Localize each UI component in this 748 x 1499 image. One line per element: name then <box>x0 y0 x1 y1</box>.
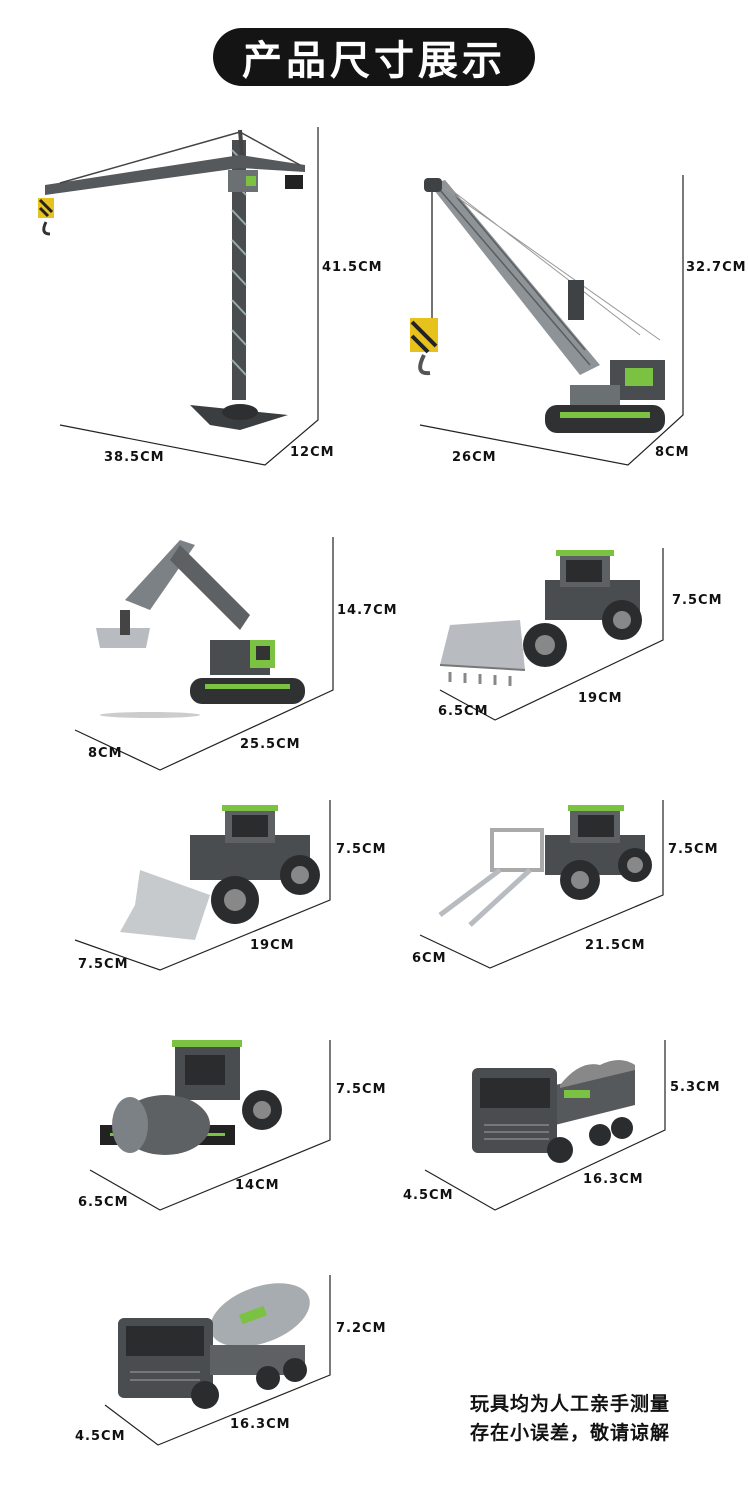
height-label: 7.5CM <box>672 593 723 608</box>
measurement-note: 玩具均为人工亲手测量 存在小误差，敬请谅解 <box>470 1390 670 1448</box>
dump-truck-image <box>472 1060 635 1163</box>
height-label: 32.7CM <box>686 260 747 275</box>
height-label: 7.5CM <box>336 1082 387 1097</box>
note-line-1: 玩具均为人工亲手测量 <box>470 1393 671 1415</box>
cement-mixer-image <box>118 1283 310 1409</box>
length-label: 38.5CM <box>104 450 165 465</box>
width-label: 6CM <box>412 951 447 966</box>
length-label: 25.5CM <box>240 737 301 752</box>
height-label: 7.2CM <box>336 1321 387 1336</box>
length-label: 16.3CM <box>583 1172 644 1187</box>
page-title: 产品尺寸展示 <box>213 28 535 86</box>
wheel-loader-image <box>439 550 642 686</box>
snow-plow-loader-image <box>120 805 320 940</box>
height-label: 7.5CM <box>668 842 719 857</box>
height-label: 41.5CM <box>322 260 383 275</box>
width-label: 6.5CM <box>78 1195 129 1210</box>
width-label: 7.5CM <box>78 957 129 972</box>
length-label: 16.3CM <box>230 1417 291 1432</box>
height-label: 5.3CM <box>670 1080 721 1095</box>
length-label: 19CM <box>250 938 295 953</box>
height-label: 7.5CM <box>336 842 387 857</box>
width-label: 12CM <box>290 445 335 460</box>
width-label: 4.5CM <box>75 1429 126 1444</box>
length-label: 14CM <box>235 1178 280 1193</box>
width-label: 4.5CM <box>403 1188 454 1203</box>
height-label: 14.7CM <box>337 603 398 618</box>
note-line-2: 存在小误差，敬请谅解 <box>470 1422 671 1444</box>
length-label: 26CM <box>452 450 497 465</box>
crawler-crane-image <box>410 178 665 433</box>
forklift-image <box>438 805 652 927</box>
dimension-lines <box>59 127 684 1446</box>
width-label: 8CM <box>88 746 123 761</box>
width-label: 8CM <box>655 445 690 460</box>
length-label: 19CM <box>578 691 623 706</box>
excavator-image <box>96 540 305 718</box>
tower-crane-image <box>38 129 305 430</box>
width-label: 6.5CM <box>438 704 489 719</box>
road-roller-image <box>100 1040 282 1155</box>
length-label: 21.5CM <box>585 938 646 953</box>
